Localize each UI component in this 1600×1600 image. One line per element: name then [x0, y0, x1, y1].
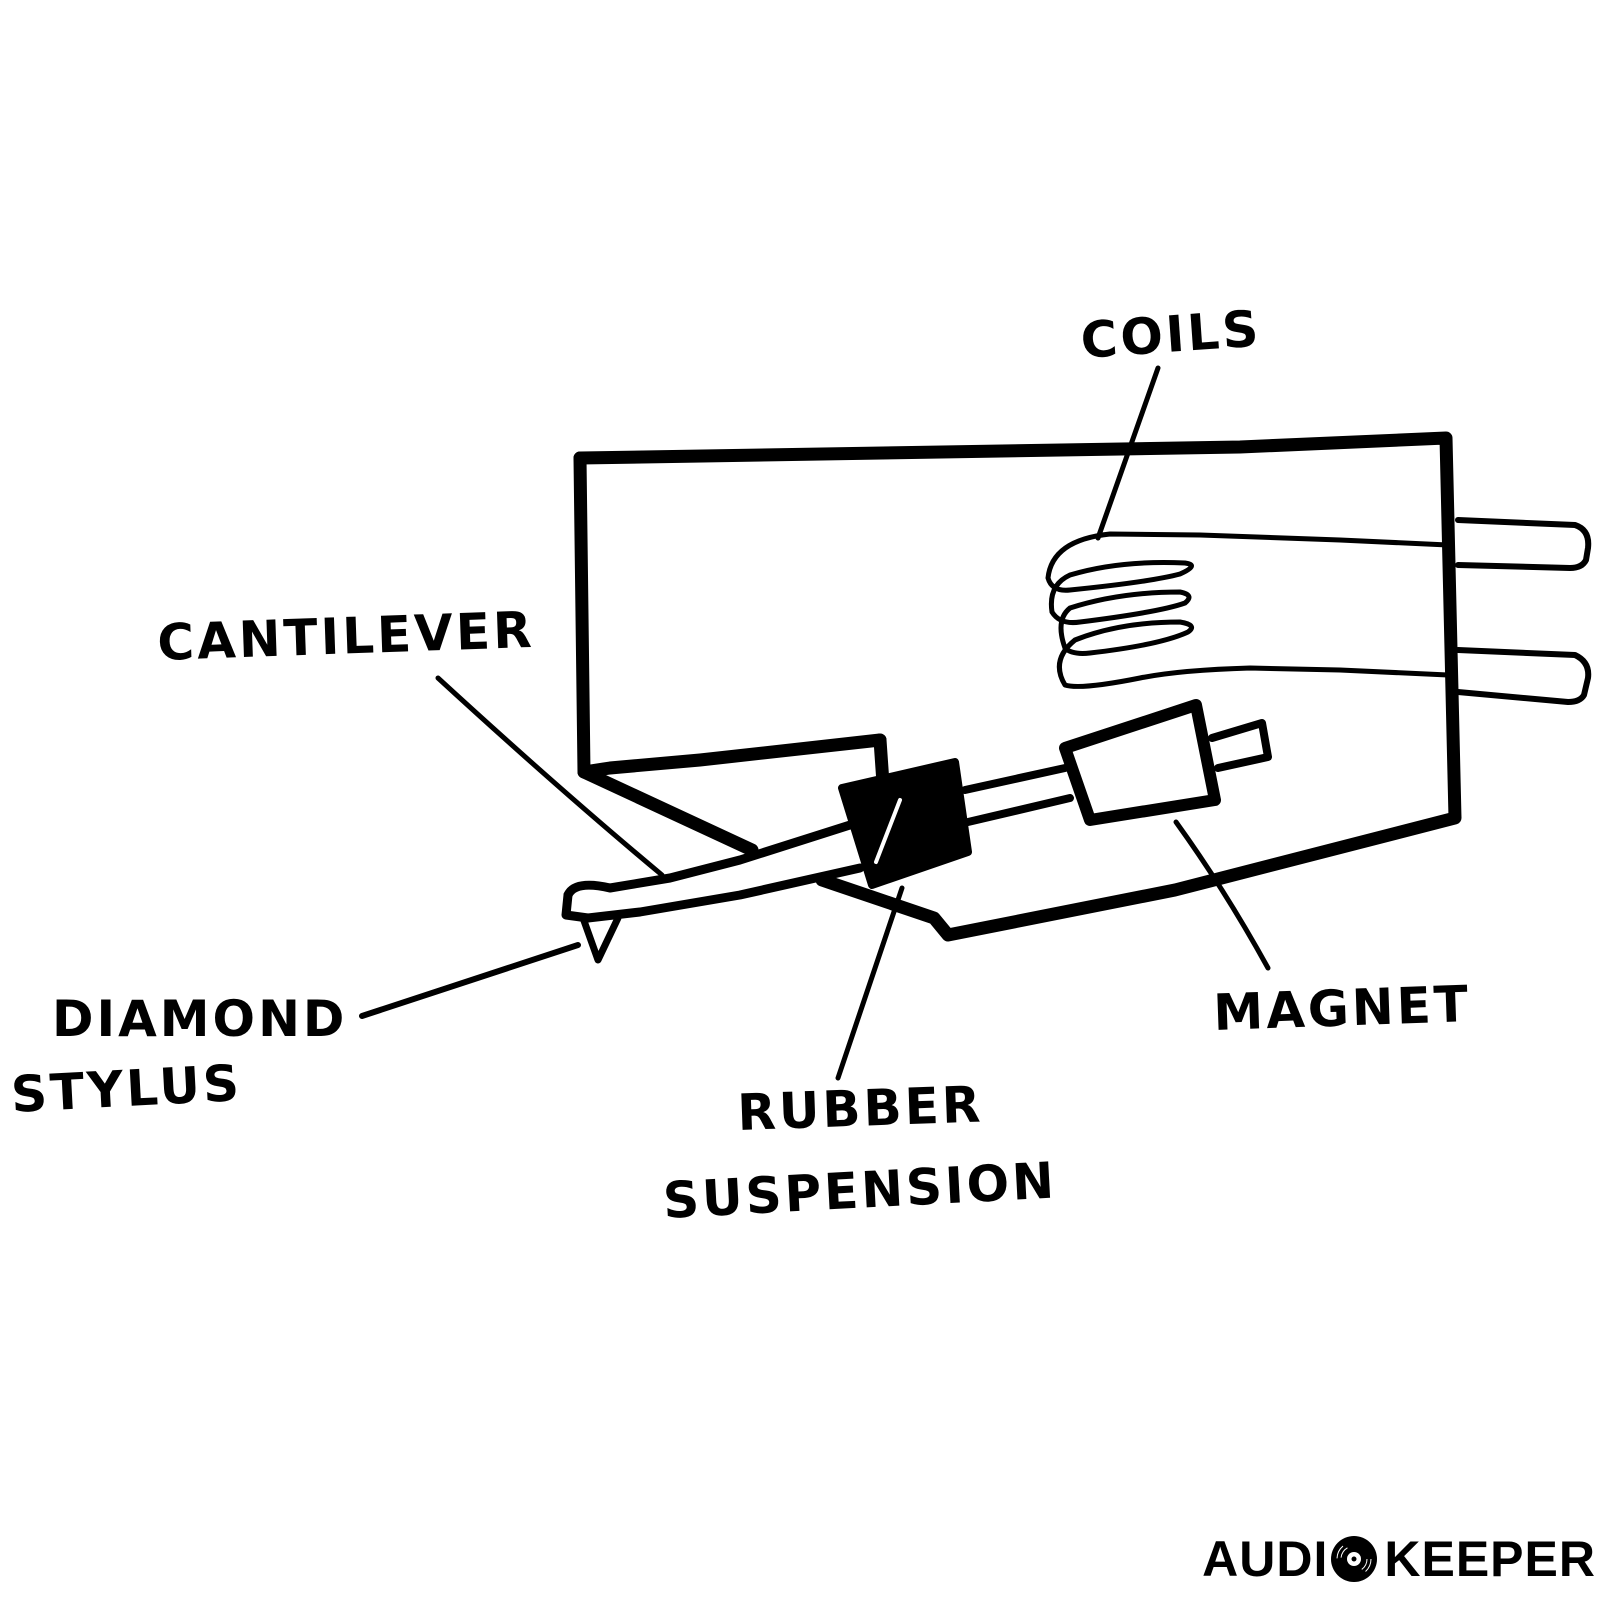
brand-name-part1: AUDI	[1202, 1531, 1329, 1587]
coils-leader	[1095, 365, 1161, 541]
rubber-suspension	[838, 758, 972, 889]
vinyl-record-icon	[1331, 1536, 1378, 1582]
label-coils: COILS	[1079, 300, 1263, 370]
label-rubber-suspension-line2: SUSPENSION	[662, 1151, 1059, 1230]
label-diamond-stylus-line1: DIAMOND	[52, 990, 347, 1048]
diamond-stylus-leader	[359, 942, 581, 1019]
brand-logo: AUDI KEEPER	[1202, 1534, 1596, 1584]
diamond-stylus	[579, 914, 622, 964]
label-rubber-suspension-line1: RUBBER	[736, 1075, 984, 1142]
coils	[1045, 531, 1451, 689]
magnet	[1059, 699, 1272, 826]
cantilever-leader	[435, 675, 665, 878]
magnet-leader	[1173, 819, 1271, 971]
leader-lines	[359, 365, 1271, 1081]
label-cantilever: CANTILEVER	[156, 601, 535, 672]
brand-name-part2: KEEPER	[1384, 1531, 1596, 1587]
rubber-suspension-leader	[835, 885, 905, 1081]
label-magnet: MAGNET	[1212, 975, 1471, 1042]
cantilever	[561, 764, 1074, 923]
label-diamond-stylus-line2: STYLUS	[10, 1054, 244, 1124]
cartridge-body	[573, 431, 1462, 942]
output-pins	[1455, 517, 1592, 705]
